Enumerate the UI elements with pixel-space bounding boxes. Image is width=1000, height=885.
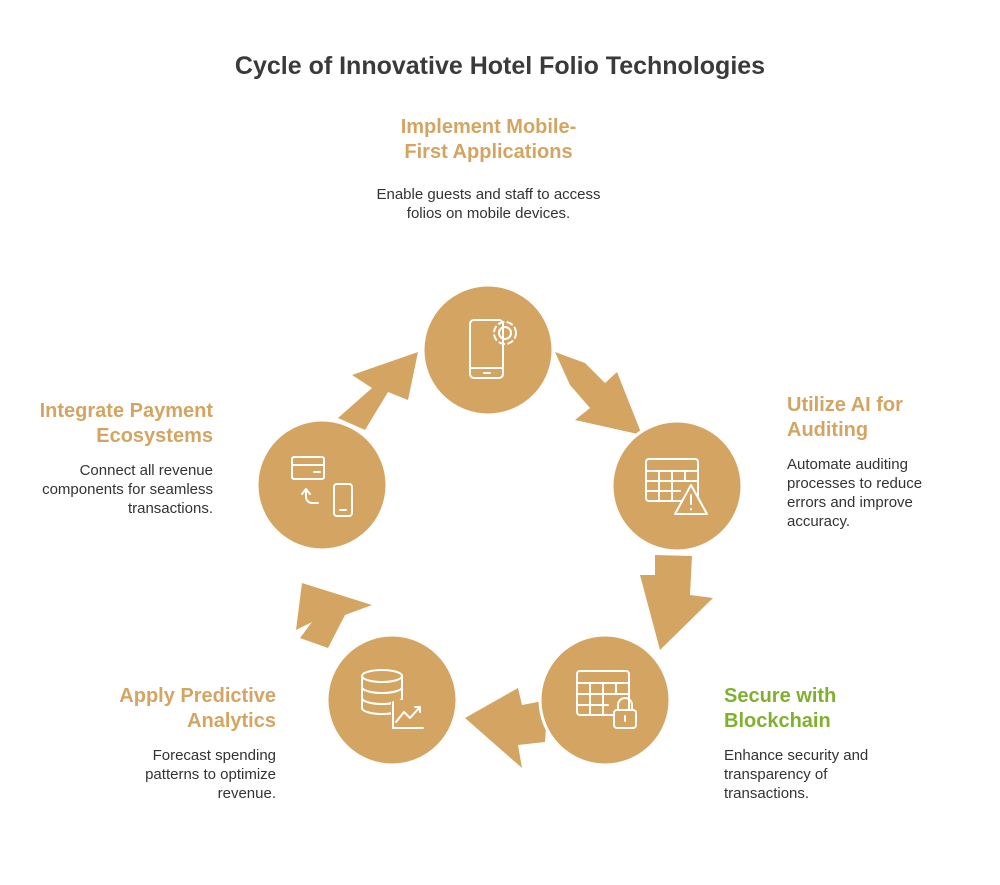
step-heading-payment: Integrate Payment Ecosystems [39, 400, 213, 447]
step-block-analytics: Apply Predictive Analytics Forecast spen… [86, 684, 276, 803]
card-phone-transfer-icon [291, 456, 353, 517]
arrow-payment-to-mobile [338, 352, 418, 430]
table-warning-icon [645, 458, 708, 515]
step-block-mobile: Implement Mobile- First Applications Ena… [376, 115, 601, 223]
step-block-blockchain: Secure with Blockchain Enhance security … [724, 684, 894, 803]
step-heading-analytics: Apply Predictive Analytics [119, 685, 276, 732]
step-block-payment: Integrate Payment Ecosystems Connect all… [20, 399, 213, 518]
step-circle-ai [610, 419, 744, 553]
step-circle-payment [255, 418, 389, 552]
step-desc-ai: Automate auditing processes to reduce er… [787, 456, 923, 530]
step-circle-mobile [421, 283, 555, 417]
step-block-ai: Utilize AI for Auditing Automate auditin… [787, 393, 947, 531]
step-desc-blockchain: Enhance security and transparency of tra… [724, 747, 869, 802]
step-heading-blockchain: Secure with Blockchain [724, 685, 837, 732]
cycle-arrows [296, 352, 713, 768]
step-circle-blockchain [538, 633, 672, 767]
database-chart-icon [361, 669, 424, 729]
arrow-mobile-to-ai [555, 352, 642, 435]
step-desc-payment: Connect all revenue components for seaml… [42, 462, 213, 517]
step-circles [255, 283, 744, 767]
diagram-title: Cycle of Innovative Hotel Folio Technolo… [234, 52, 766, 80]
table-lock-icon [576, 670, 637, 729]
step-desc-mobile: Enable guests and staff to access folios… [376, 186, 601, 222]
step-heading-ai: Utilize AI for Auditing [787, 394, 903, 441]
mobile-gear-icon [469, 319, 517, 379]
arrow-analytics-to-payment [296, 583, 372, 648]
arrow-blockchain-to-analytics [465, 688, 548, 768]
arrow-ai-to-blockchain [640, 555, 713, 650]
step-heading-mobile: Implement Mobile- First Applications [400, 116, 577, 163]
step-desc-analytics: Forecast spending patterns to optimize r… [145, 747, 276, 802]
